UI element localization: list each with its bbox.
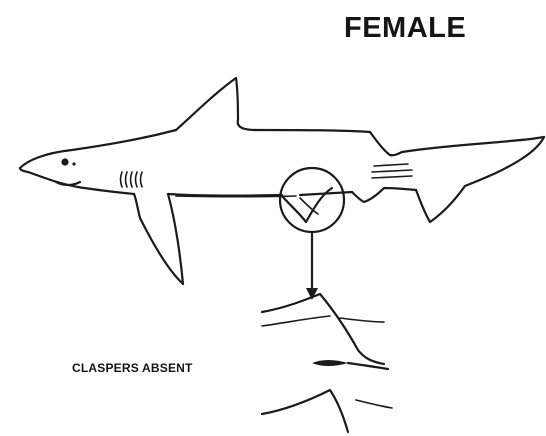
eye: [61, 158, 68, 165]
highlight-circle: [280, 168, 344, 232]
shark-head-details: [56, 158, 142, 187]
pelvic-fin-detail: [262, 294, 392, 432]
lateral-line: [176, 196, 296, 197]
pelvic-region: [280, 168, 344, 232]
gill-slit: [131, 172, 133, 187]
spiracle: [72, 162, 75, 165]
gill-slit: [126, 172, 128, 187]
gill-slit: [141, 172, 143, 187]
shark-body: [20, 78, 544, 284]
gill-slit: [136, 172, 138, 187]
mouth: [56, 182, 80, 185]
cloaca: [312, 360, 348, 366]
claspers-absent-label: CLASPERS ABSENT: [72, 362, 193, 374]
gill-slit: [121, 172, 123, 187]
peduncle-lines: [372, 164, 412, 178]
callout-arrow: [306, 232, 318, 300]
